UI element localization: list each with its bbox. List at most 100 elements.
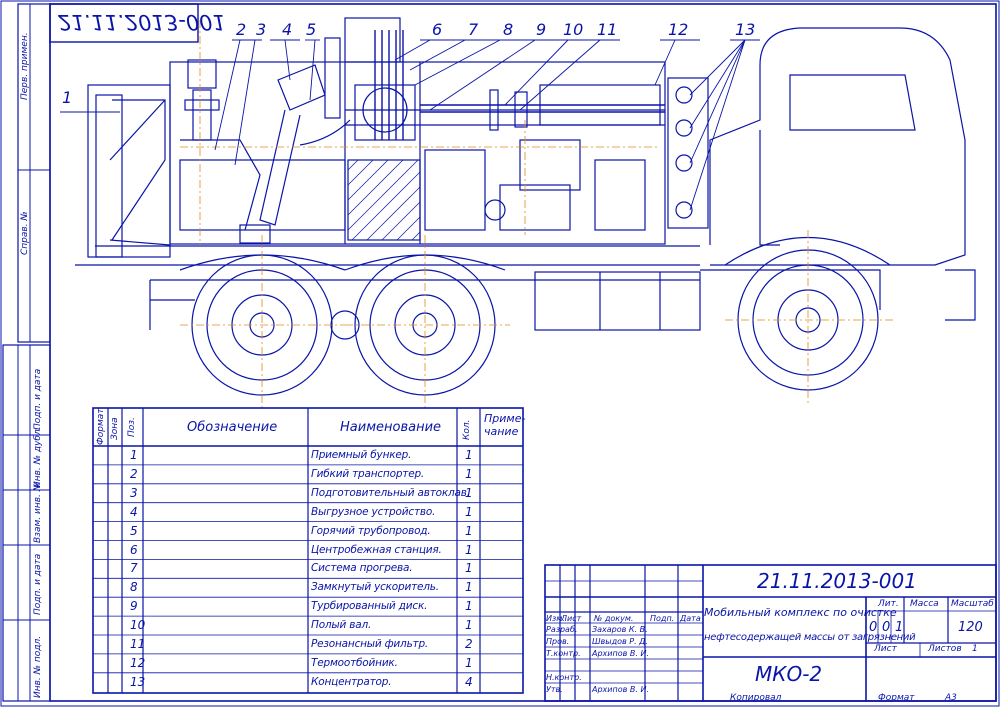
title-line-2: нефтесодержащей массы от загрязнений — [704, 632, 916, 643]
code-box-top — [49, 3, 199, 43]
spec-row-2-qty: 1 — [465, 466, 473, 481]
lit-value-1: 0 — [869, 620, 878, 635]
sheets-value: 1 — [972, 644, 978, 654]
spec-row-1-name: Приемный бункер. — [311, 449, 412, 461]
copied-label: Копировал — [730, 693, 782, 703]
spec-row-1-pos: 1 — [130, 448, 138, 462]
format-label: Формат — [878, 693, 915, 703]
truck-drawing — [75, 17, 976, 396]
tb-col-4: Подп. — [650, 614, 675, 623]
spec-row-9-qty: 1 — [465, 599, 473, 614]
spec-row-2-name: Гибкий транспортер. — [311, 467, 425, 480]
spec-row-13-name: Концентратор. — [311, 675, 392, 688]
spec-row-12-qty: 1 — [465, 655, 473, 670]
callout-4: 4 — [282, 20, 293, 39]
title-block-grid — [544, 564, 997, 702]
spec-row-11-pos: 11 — [130, 637, 146, 651]
header-pos: Поз. — [127, 417, 137, 437]
spec-row-11-qty: 2 — [465, 637, 473, 651]
spec-row-6-name: Центробежная станция. — [311, 543, 442, 556]
spec-row-9-pos: 9 — [130, 599, 138, 614]
spec-row-3-name: Подготовительный автоклав. — [311, 486, 470, 499]
header-zone: Зона — [110, 417, 120, 440]
spec-row-12-pos: 12 — [130, 655, 146, 670]
mass-header: Масса — [910, 599, 939, 609]
margin-label-5: Взам. инв. № — [33, 481, 43, 543]
spec-row-10-pos: 10 — [130, 618, 146, 633]
margin-label-7: Инв. № подл. — [33, 635, 43, 698]
spec-row-2-pos: 2 — [130, 466, 138, 481]
tb-col-3: № докум. — [594, 614, 634, 623]
spec-row-6-pos: 6 — [130, 542, 138, 557]
title-code: 21.11.2013-001 — [757, 569, 917, 593]
callout-3: 3 — [256, 20, 267, 39]
spec-row-4-name: Выгрузное устройство. — [311, 505, 436, 518]
scale-header: Масштаб — [951, 599, 994, 609]
spec-row-5-qty: 1 — [465, 523, 473, 538]
lit-value-3: 1 — [895, 620, 904, 635]
tb-name-2: Швыдов Р. Д. — [592, 637, 648, 646]
spec-row-10-qty: 1 — [465, 618, 473, 633]
spec-row-8-pos: 8 — [130, 580, 138, 595]
sheets-label: Листов — [928, 644, 962, 654]
header-designation: Обозначение — [187, 420, 278, 435]
callout-6: 6 — [432, 20, 443, 39]
scale-value: 120 — [958, 620, 983, 635]
tb-col-5: Дата — [680, 614, 701, 623]
spec-row-4-pos: 4 — [130, 504, 138, 519]
title-line-1: Мобильный комплекс по очистке — [704, 606, 897, 619]
spec-row-7-pos: 7 — [130, 561, 138, 576]
spec-row-9-name: Турбированный диск. — [311, 600, 428, 613]
callout-1: 1 — [62, 88, 73, 107]
tb-role-6: Утв. — [546, 685, 563, 694]
sheet-label: Лист — [874, 644, 897, 654]
spec-row-5-pos: 5 — [130, 523, 138, 538]
callout-5: 5 — [306, 20, 317, 39]
tb-role-1: Разраб. — [546, 625, 578, 634]
spec-row-6-qty: 1 — [465, 542, 473, 557]
center-lines — [180, 20, 895, 410]
header-format: Формат — [96, 408, 106, 445]
spec-row-5-name: Горячий трубопровод. — [311, 524, 431, 537]
callout-11: 11 — [597, 20, 618, 39]
callout-7: 7 — [468, 20, 479, 39]
lit-value-2: 0 — [882, 620, 891, 635]
tb-role-5: Н.контр. — [546, 673, 582, 682]
callout-12: 12 — [668, 20, 689, 39]
spec-row-8-name: Замкнутый ускоритель. — [311, 581, 439, 594]
spec-row-10-name: Полый вал. — [311, 619, 372, 632]
format-value: А3 — [945, 693, 957, 703]
spec-row-1-qty: 1 — [465, 448, 473, 462]
margin-label-2: Справ. № — [20, 211, 30, 255]
spec-row-3-pos: 3 — [130, 485, 138, 500]
spec-row-13-pos: 13 — [130, 674, 146, 689]
tb-col-2: Лист — [561, 614, 582, 623]
callout-10: 10 — [563, 20, 584, 39]
spec-row-13-qty: 4 — [465, 674, 473, 689]
product-name: МКО-2 — [755, 662, 823, 686]
tb-name-1: Захаров К. В. — [592, 625, 648, 634]
callout-2: 2 — [236, 20, 247, 39]
header-qty: Кол. — [462, 419, 472, 440]
margin-label-1: Перв. примен. — [20, 32, 30, 100]
margin-label-4: Инв. № дубл. — [33, 426, 43, 488]
spec-row-11-name: Резонансный фильтр. — [311, 638, 429, 650]
margin-label-6: Подп. и дата — [33, 553, 43, 615]
lit-header: Лит. — [878, 599, 899, 609]
spec-row-4-qty: 1 — [465, 504, 473, 519]
tb-role-3: Т.контр. — [546, 649, 581, 658]
spec-row-8-qty: 1 — [465, 580, 473, 595]
callout-8: 8 — [503, 20, 514, 39]
drawing-code-mirrored: 21.11.2013-001 — [58, 10, 226, 34]
tb-col-1: Изм. — [546, 614, 565, 623]
spec-row-3-qty: 1 — [465, 485, 473, 500]
header-note: Приме- чание — [484, 412, 526, 438]
tb-name-6: Архипов В. И. — [592, 685, 649, 694]
callout-9: 9 — [536, 20, 547, 39]
margin-label-3: Подп. и дата — [33, 368, 43, 430]
callout-13: 13 — [735, 20, 756, 39]
spec-row-12-name: Термоотбойник. — [311, 656, 398, 669]
callout-leaders — [60, 39, 760, 211]
left-margin-strip — [2, 3, 51, 702]
